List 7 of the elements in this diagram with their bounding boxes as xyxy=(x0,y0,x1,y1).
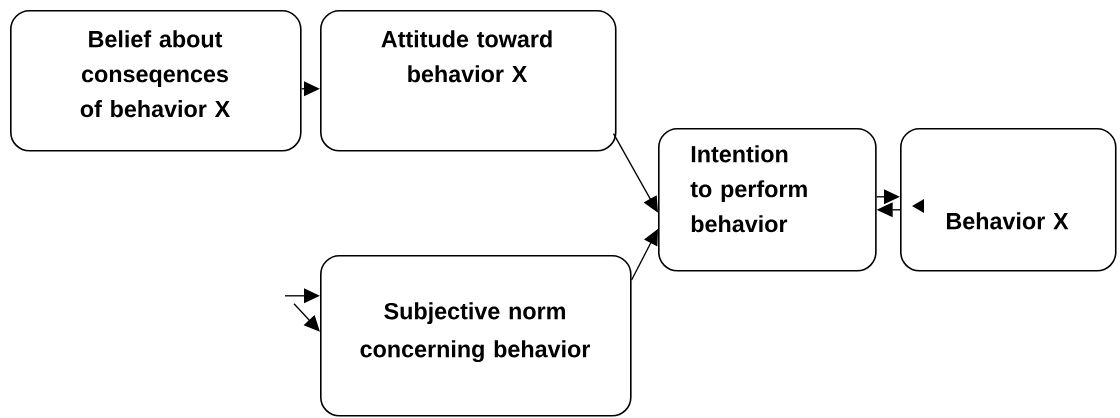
process-box: Belief about conseqences of behavior X xyxy=(10,10,302,152)
process-box: Subjective norm concerning behavior xyxy=(320,255,632,417)
process-box: Behavior X xyxy=(900,128,1117,272)
process-box: Attitude toward behavior X xyxy=(320,10,617,152)
arrow xyxy=(293,303,320,332)
arrow xyxy=(612,132,658,213)
process-box: Intention to perform behavior xyxy=(658,128,877,272)
